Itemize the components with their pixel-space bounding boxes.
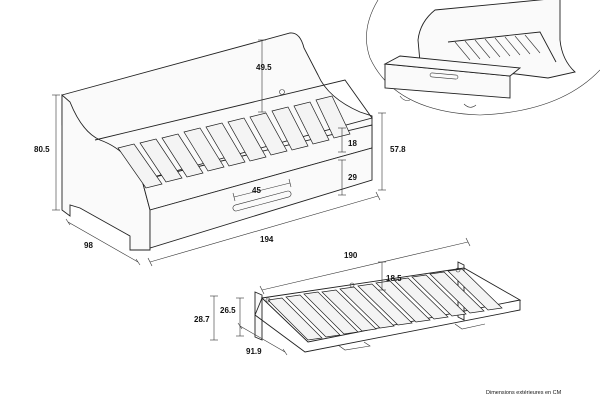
daybed-illustration	[61, 32, 373, 251]
label-height-total: 80.5	[34, 145, 50, 154]
footnote: Dimensions extérieures en CM	[486, 390, 562, 396]
label-drawer-height: 29	[348, 173, 357, 182]
label-trundle-length: 190	[344, 251, 358, 260]
drawer-handle-icon	[232, 190, 292, 212]
label-upper-side-height: 57.8	[390, 145, 406, 154]
label-trundle-slat-gap: 18.5	[386, 274, 402, 283]
trundle-illustration	[254, 261, 522, 353]
label-trundle-depth: 91.9	[246, 347, 262, 356]
pull-arrow-icon	[399, 95, 411, 101]
label-trundle-frame-height: 26.5	[220, 306, 236, 315]
daybed-dimension-lines	[52, 39, 386, 267]
trundle-dimension-lines	[210, 237, 471, 356]
pull-arrow-icon	[463, 103, 477, 108]
slats	[117, 95, 351, 189]
label-handle-width: 45	[252, 186, 261, 195]
label-backrest-height: 49.5	[256, 63, 272, 72]
trundle-slats	[267, 268, 503, 341]
label-length: 194	[260, 235, 274, 244]
label-mattress-gap: 18	[348, 139, 357, 148]
inset-trundle-pullout	[366, 0, 600, 116]
label-trundle-outer-height: 28.7	[194, 315, 210, 324]
label-depth: 98	[84, 241, 93, 250]
